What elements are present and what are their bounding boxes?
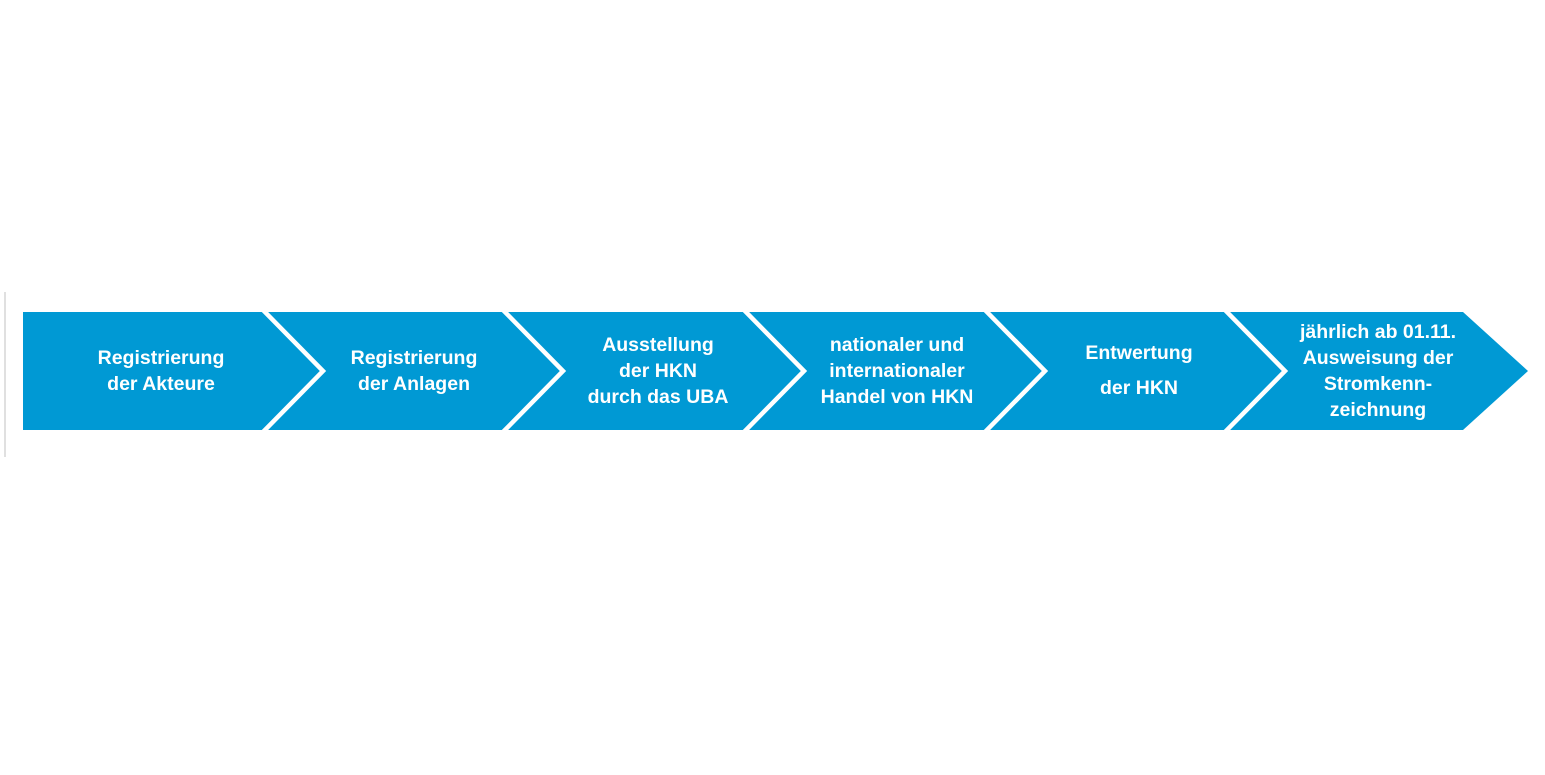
arrow-band	[23, 312, 1528, 430]
chevron-separator-icon	[1223, 312, 1289, 430]
left-edge-line	[4, 292, 6, 457]
chevron-separator-icon	[742, 312, 808, 430]
chevron-separator-icon	[261, 312, 327, 430]
chevron-separator-icon	[501, 312, 567, 430]
arrow-band-shape	[23, 312, 1528, 430]
chevron-separator-icon	[983, 312, 1049, 430]
